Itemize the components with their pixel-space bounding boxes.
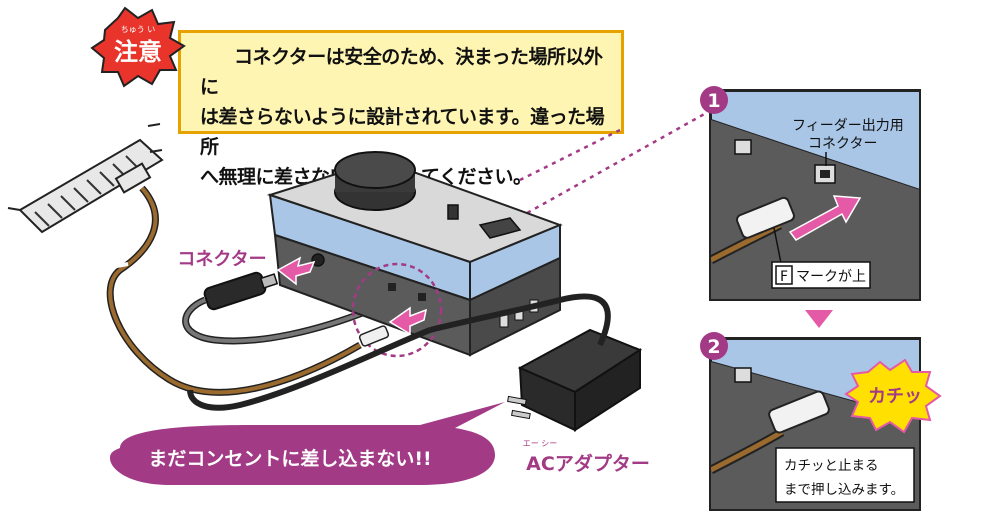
step1-mark-text: マークが上	[796, 269, 866, 285]
ac-adapter	[187, 293, 643, 432]
step1-panel: 1 フィーダー出力用 コネクター F マークが上	[700, 86, 921, 301]
ac-adapter-ruby: エー シー	[523, 439, 558, 448]
step-down-arrow	[805, 310, 833, 328]
click-burst	[844, 358, 942, 434]
click-label: カチッ	[868, 386, 922, 407]
ac-adapter-label: ACアダプター	[526, 452, 650, 475]
cable-break-marks	[105, 262, 402, 415]
connector-label: コネクター	[177, 249, 266, 270]
feeder-label-line1: フィーダー出力用	[792, 118, 904, 134]
caution-badge-label: 注意	[114, 38, 162, 66]
caution-box	[178, 30, 624, 134]
caution-leader-line	[519, 128, 621, 182]
warning-bubble: まだコンセントに差し込まない!!	[110, 402, 505, 485]
caution-line-1: コネクターは安全のため、決まった場所以外に	[200, 46, 603, 98]
connector-arrow	[276, 256, 316, 286]
caution-badge-ruby: ちゅう い	[121, 25, 156, 34]
feeder-arrow	[388, 306, 428, 336]
feeder-connector	[358, 325, 390, 347]
feeder-label-line2: コネクター	[808, 136, 877, 152]
connector-plug	[203, 271, 279, 311]
controller-device	[266, 151, 563, 357]
track-piece	[7, 123, 164, 234]
step2-text-line1: カチッと止まる	[784, 458, 879, 474]
step1-mark-letter: F	[780, 269, 788, 285]
step1-number: 1	[707, 90, 720, 112]
warning-bubble-text: まだコンセントに差し込まない!!	[148, 447, 431, 470]
step2-number: 2	[707, 336, 720, 358]
caution-line-2: は差さらないように設計されています。違った場所	[200, 106, 605, 158]
zoom-circle	[351, 262, 443, 358]
caution-badge: 注意 ちゅう い	[90, 6, 186, 88]
step2-panel: 2 カチッ カチッと止まる まで押し込みます。	[700, 332, 942, 511]
step2-text-line2: まで押し込みます。	[784, 482, 904, 498]
